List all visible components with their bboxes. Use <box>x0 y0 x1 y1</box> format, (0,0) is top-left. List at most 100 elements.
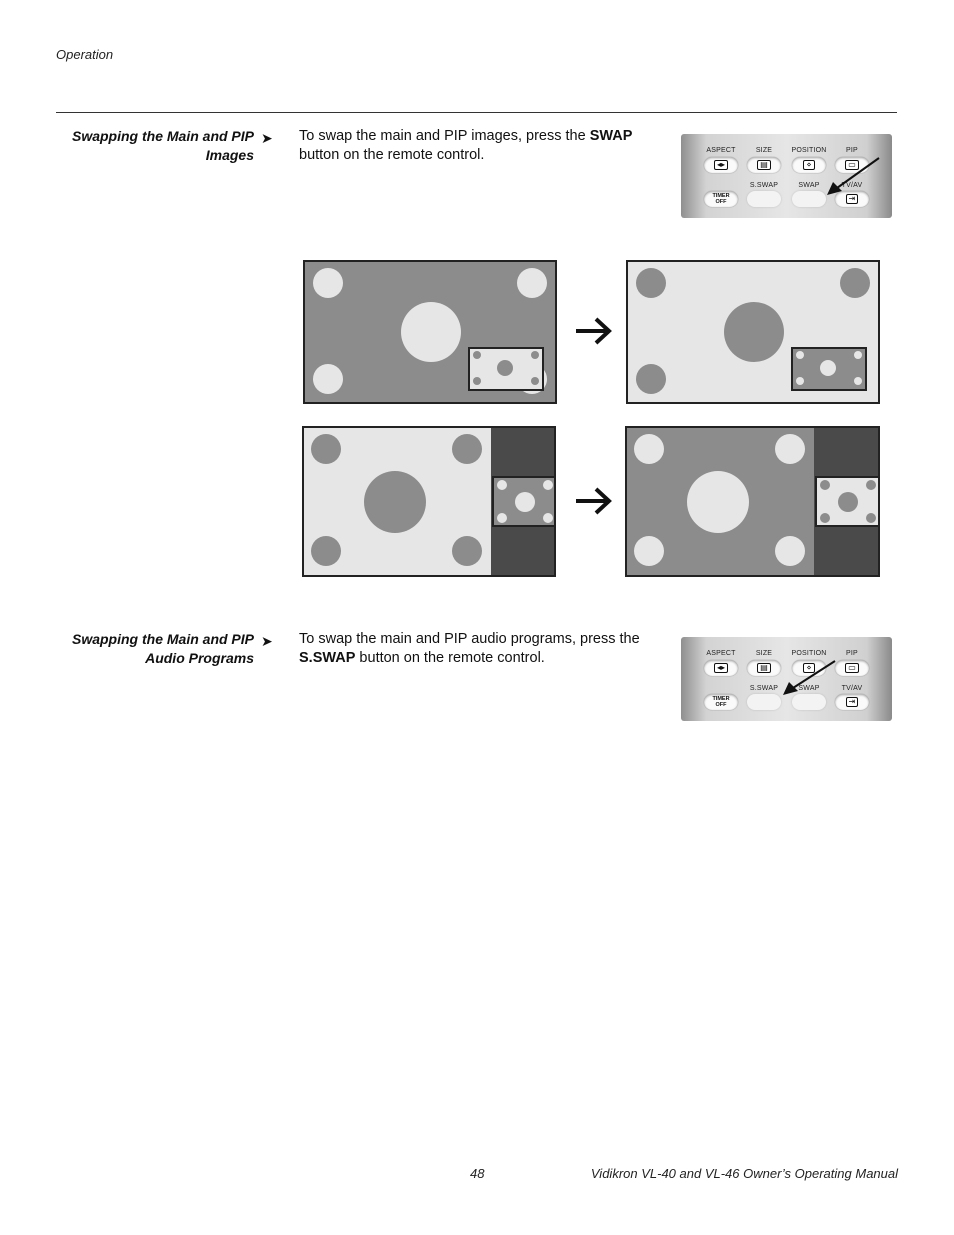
corner-dot <box>634 536 664 566</box>
remote-label-position: POSITION <box>791 147 827 154</box>
arrowhead-marker-icon: ➤ <box>261 130 273 146</box>
remote-label-aspect: ASPECT <box>706 650 736 657</box>
pip-dot <box>543 513 553 523</box>
button-name-bold: S.SWAP <box>299 650 356 666</box>
pip-dot <box>473 351 481 359</box>
corner-dot <box>452 536 482 566</box>
main-picture-area <box>627 428 814 575</box>
aspect-button: ◂▸ <box>704 660 738 676</box>
pointer-arrow-icon <box>827 157 880 195</box>
swap-button <box>792 694 826 710</box>
side-by-side-screen-before <box>302 426 556 577</box>
swap-arrow-icon <box>576 317 612 345</box>
pip-dot <box>531 377 539 385</box>
pip-dot <box>497 360 513 376</box>
section-body-text: To swap the main and PIP images, press t… <box>299 127 659 165</box>
position-button: ⋄ <box>792 157 826 173</box>
section-body-text: To swap the main and PIP audio programs,… <box>299 630 659 668</box>
heading-line: Swapping the Main and PIP <box>71 128 254 144</box>
section-heading-swap-audio: Swapping the Main and PIP Audio Programs <box>56 630 254 668</box>
pip-dot <box>497 513 507 523</box>
pip-dot <box>543 480 553 490</box>
swap-arrow-icon <box>576 487 612 515</box>
pip-dot <box>820 480 830 490</box>
pip-dot <box>515 492 535 512</box>
sswap-button <box>747 694 781 710</box>
pip-icon: ▭ <box>845 160 859 170</box>
body-text-part: button on the remote control. <box>299 147 485 163</box>
center-dot <box>364 471 426 533</box>
center-dot <box>687 471 749 533</box>
pip-icon: ▭ <box>845 663 859 673</box>
pip-dot <box>854 351 862 359</box>
corner-dot <box>311 536 341 566</box>
main-screen-before <box>303 260 557 404</box>
pip-dot <box>820 360 836 376</box>
size-icon: ▤ <box>757 663 771 673</box>
main-picture-area <box>304 428 491 575</box>
size-button: ▤ <box>747 660 781 676</box>
pip-window <box>815 476 878 527</box>
button-name-bold: SWAP <box>589 128 633 144</box>
page-number: 48 <box>470 1166 485 1181</box>
pip-dot <box>820 513 830 523</box>
aspect-icon: ◂▸ <box>713 160 729 170</box>
heading-line: Swapping the Main and PIP <box>71 631 254 647</box>
pip-dot <box>497 480 507 490</box>
corner-dot <box>313 268 343 298</box>
pip-window <box>791 347 867 391</box>
arrowhead-marker-icon: ➤ <box>261 633 273 649</box>
body-text-part: To swap the main and PIP images, press t… <box>299 128 590 144</box>
position-icon: ⋄ <box>803 160 815 170</box>
corner-dot <box>313 364 343 394</box>
corner-dot <box>775 434 805 464</box>
remote-label-pip: PIP <box>846 650 858 657</box>
corner-dot <box>517 268 547 298</box>
input-icon: ⇥ <box>845 194 859 204</box>
tvav-button: ⇥ <box>835 694 869 710</box>
sswap-button <box>747 191 781 207</box>
remote-label-swap: SWAP <box>798 182 820 189</box>
remote-label-sswap: S.SWAP <box>749 685 779 692</box>
corner-dot <box>775 536 805 566</box>
corner-dot <box>840 268 870 298</box>
pointer-arrow-icon <box>783 660 836 695</box>
pip-dot <box>531 351 539 359</box>
remote-control-image: ASPECT SIZE POSITION PIP ◂▸ ▤ ⋄ ▭ S.SWAP… <box>681 637 892 721</box>
main-screen-after <box>626 260 880 404</box>
remote-label-position: POSITION <box>791 650 827 657</box>
section-heading-swap-images: Swapping the Main and PIP Images <box>56 127 254 165</box>
pip-window <box>492 476 554 527</box>
tvav-button: ⇥ <box>835 191 869 207</box>
center-dot <box>401 302 461 362</box>
side-by-side-screen-after <box>625 426 880 577</box>
pip-window <box>468 347 544 391</box>
header-rule <box>56 112 897 113</box>
corner-dot <box>452 434 482 464</box>
swap-button <box>792 191 826 207</box>
remote-label-sswap: S.SWAP <box>749 182 779 189</box>
pip-dot <box>866 513 876 523</box>
pip-button: ▭ <box>835 157 869 173</box>
size-icon: ▤ <box>757 160 771 170</box>
center-dot <box>724 302 784 362</box>
pip-dot <box>866 480 876 490</box>
pip-dot <box>854 377 862 385</box>
remote-label-swap: SWAP <box>798 685 820 692</box>
pip-dot <box>796 351 804 359</box>
input-icon: ⇥ <box>845 697 859 707</box>
corner-dot <box>311 434 341 464</box>
remote-control-image: ASPECT SIZE POSITION PIP ◂▸ ▤ ⋄ ▭ S.SWAP… <box>681 134 892 218</box>
pip-button: ▭ <box>835 660 869 676</box>
pip-dot <box>796 377 804 385</box>
corner-dot <box>636 364 666 394</box>
aspect-button: ◂▸ <box>704 157 738 173</box>
remote-label-size: SIZE <box>755 147 773 154</box>
section-header-label: Operation <box>56 47 114 62</box>
remote-label-tvav: TV/AV <box>841 685 863 692</box>
position-icon: ⋄ <box>803 663 815 673</box>
body-text-part: To swap the main and PIP audio programs,… <box>299 631 640 647</box>
